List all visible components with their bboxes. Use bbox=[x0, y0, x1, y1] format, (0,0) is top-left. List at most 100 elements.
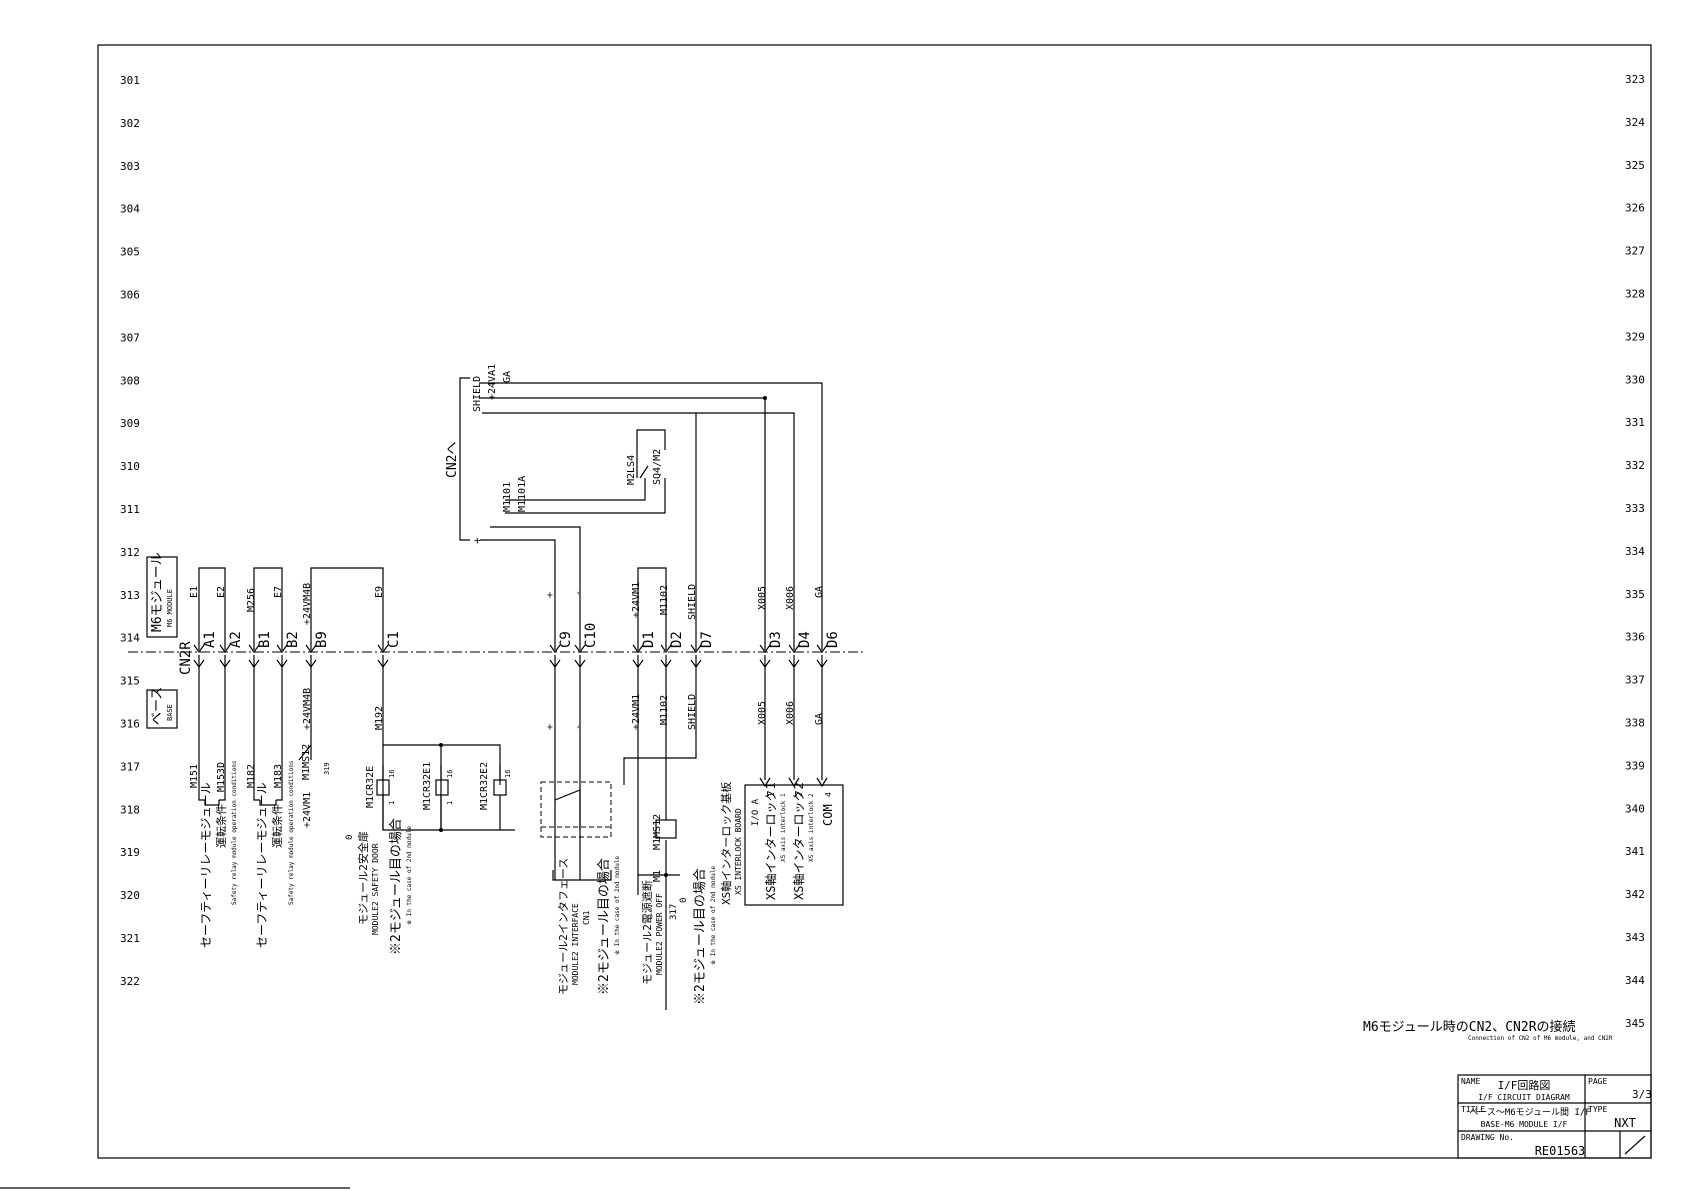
tb-title-jp: ベース～M6モジュール間 I/F bbox=[1469, 1107, 1590, 1118]
pin-arrow bbox=[759, 644, 771, 654]
sig-e2: E2 bbox=[216, 586, 227, 598]
desc-xs-il1-en: XS axis interlock 1 bbox=[780, 793, 787, 862]
row-number-right: 325 bbox=[1625, 159, 1645, 172]
desc-interface-en: MODULE2 INTERFACE bbox=[571, 903, 580, 985]
desc-safety-relay2-jp2: 運転条件 bbox=[270, 804, 284, 848]
row-number-right: 333 bbox=[1625, 502, 1645, 515]
desc-safety-relay2-en: Safety relay module operation conditions bbox=[288, 760, 295, 905]
sig-plus: + bbox=[545, 592, 556, 598]
low-ga: GA bbox=[814, 713, 825, 725]
m6-module-box: M6モジュール M6 MODULE bbox=[146, 552, 178, 638]
top-24va1: +24VA1 bbox=[487, 364, 498, 400]
tb-page-value: 3/3 bbox=[1632, 1088, 1652, 1101]
row-number-right: 328 bbox=[1625, 288, 1645, 301]
desc-pin2: 2 bbox=[795, 792, 804, 797]
low-minus: - bbox=[573, 724, 584, 730]
row-number-right: 340 bbox=[1625, 802, 1645, 815]
top-minus: - bbox=[493, 520, 500, 533]
tb-type-label: TYPE bbox=[1588, 1105, 1607, 1114]
w-m182: M182 bbox=[246, 764, 257, 788]
w-m1ms12: M1MS12 bbox=[301, 744, 312, 780]
w-1a: 1 bbox=[388, 801, 396, 805]
pin-arrow bbox=[377, 644, 389, 654]
sig-e9: E9 bbox=[374, 586, 385, 598]
low-x005: X005 bbox=[757, 701, 768, 725]
w-16a: 16 bbox=[388, 770, 396, 778]
low-24vm1: +24VM1 bbox=[631, 694, 642, 730]
pin-label-d3: D3 bbox=[768, 631, 784, 648]
sig-e1: E1 bbox=[189, 586, 200, 598]
sig-m1102: M1102 bbox=[659, 585, 670, 615]
upper-wiring: CN2へ SHIELD +24VA1 GA M1101 M1101A M2LS4… bbox=[198, 364, 823, 650]
desc-power-off-jp: モジュール2電源遮断 bbox=[640, 880, 654, 985]
w-m183: M183 bbox=[273, 764, 284, 788]
pin-label-a1: A1 bbox=[202, 631, 218, 648]
row-number-left: 320 bbox=[120, 889, 140, 902]
row-number-right: 341 bbox=[1625, 845, 1645, 858]
desc-note2-en: ※ In the case of 2nd module bbox=[406, 826, 413, 925]
pin-arrow bbox=[788, 644, 800, 654]
row-number-right: 331 bbox=[1625, 416, 1645, 429]
row-number-left: 321 bbox=[120, 932, 140, 945]
title-block: NAME I/F回路図 I/F CIRCUIT DIAGRAM PAGE 3/3… bbox=[1457, 1074, 1652, 1159]
desc-xs-board-en: XS INTERLOCK BOARD bbox=[734, 808, 743, 895]
sig-24vm1: +24VM1 bbox=[631, 582, 642, 618]
row-number-right: 326 bbox=[1625, 202, 1645, 215]
pin-arrow bbox=[219, 644, 231, 654]
pin-label-c9: C9 bbox=[558, 631, 574, 648]
row-number-left: 308 bbox=[120, 374, 140, 387]
desc-power-off-en: MODULE2 POWER OFF bbox=[655, 893, 664, 975]
row-number-right: 334 bbox=[1625, 545, 1645, 558]
w-16b: 16 bbox=[446, 770, 454, 778]
tb-title-label: TITLE bbox=[1461, 1105, 1485, 1114]
w-zero2: 0 bbox=[679, 898, 689, 903]
base-box: ベース BASE bbox=[146, 687, 178, 729]
desc-safety-relay2-jp: セーフティーリレーモジュール bbox=[255, 782, 269, 948]
w-m1cr32e1: M1CR32E1 bbox=[422, 762, 433, 810]
row-number-left: 303 bbox=[120, 160, 140, 173]
row-number-right: 324 bbox=[1625, 116, 1645, 129]
caption-jp: M6モジュール時のCN2、CN2Rの接続 bbox=[1363, 1019, 1576, 1035]
desc-interface-jp: モジュール2インタフェース bbox=[557, 858, 570, 995]
top-plus: + bbox=[474, 534, 481, 547]
sig-minus: - bbox=[573, 590, 584, 596]
desc-xs-il1-jp: XS軸インターロック1 bbox=[764, 782, 778, 900]
pin-arrow bbox=[660, 644, 672, 654]
pin-arrow bbox=[690, 644, 702, 654]
desc-safety-relay1-en: Safety relay module operation conditions bbox=[231, 760, 238, 905]
row-number-left: 316 bbox=[120, 718, 140, 731]
desc-pin1: 1 bbox=[767, 792, 776, 797]
pin-arrow bbox=[305, 644, 317, 654]
desc-xs-il2-en: XS axis interlock 2 bbox=[808, 793, 815, 862]
base-jp: ベース bbox=[150, 687, 165, 725]
sig-x006: X006 bbox=[785, 586, 796, 610]
row-number-right: 335 bbox=[1625, 588, 1645, 601]
row-number-left: 311 bbox=[120, 503, 140, 516]
pin-label-a2: A2 bbox=[228, 631, 244, 648]
sheet-frame bbox=[97, 44, 1652, 1159]
w-16c: 16 bbox=[504, 770, 512, 778]
row-number-left: 312 bbox=[120, 546, 140, 559]
low-x006: X006 bbox=[785, 701, 796, 725]
top-m1101a: M1101A bbox=[517, 476, 528, 512]
pin-arrow bbox=[632, 644, 644, 654]
pin-label-c1: C1 bbox=[386, 631, 402, 648]
w-m1cr32e2: M1CR32E2 bbox=[479, 762, 490, 810]
row-number-right: 332 bbox=[1625, 459, 1645, 472]
tb-name-label: NAME bbox=[1461, 1077, 1480, 1086]
top-m1101: M1101 bbox=[502, 482, 513, 512]
row-number-left: 302 bbox=[120, 117, 140, 130]
row-number-right: 339 bbox=[1625, 759, 1645, 772]
sig-shield: SHIELD bbox=[687, 584, 698, 620]
row-number-left: 304 bbox=[120, 203, 140, 216]
tb-name-jp: I/F回路図 bbox=[1498, 1079, 1551, 1092]
desc-xs-il2-jp: XS軸インターロック2 bbox=[792, 782, 806, 900]
pin-label-d4: D4 bbox=[797, 631, 813, 648]
w-24vm1: +24VM1 bbox=[302, 792, 313, 828]
row-number-left: 301 bbox=[120, 74, 140, 87]
pin-arrow bbox=[193, 644, 205, 654]
tb-page-label: PAGE bbox=[1588, 1077, 1607, 1086]
desc-note3-en: ※ In the case of 2nd module bbox=[614, 856, 621, 955]
row-numbers-left: 3013023033043053063073083093103113123133… bbox=[120, 74, 140, 988]
